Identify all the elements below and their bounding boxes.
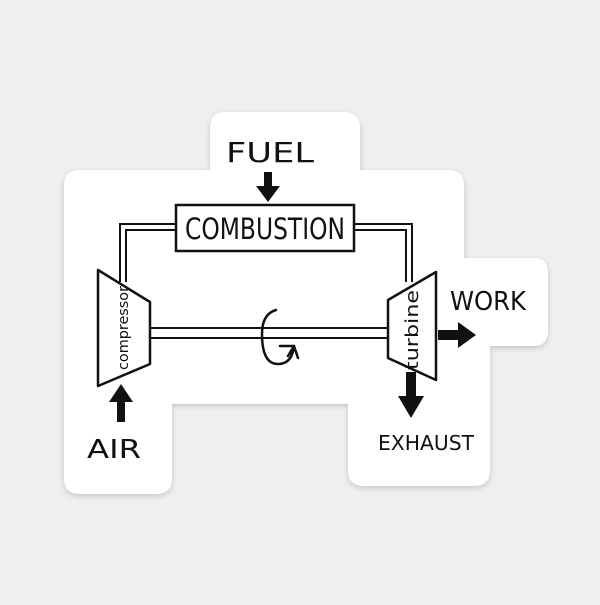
exhaust-label: EXHAUST: [378, 431, 475, 455]
duct-right: [354, 223, 413, 282]
combustion-box: [174, 203, 356, 253]
duct-left: [119, 223, 176, 282]
exhaust-arrow-icon: [398, 372, 424, 418]
work-label: WORK: [450, 287, 527, 317]
air-label: AIR: [87, 435, 141, 465]
shaft: [150, 327, 390, 339]
compressor-label: compressor: [116, 286, 132, 370]
turbine-shape: [386, 270, 438, 382]
air-arrow-icon: [109, 384, 133, 422]
fuel-label: FUEL: [226, 136, 315, 169]
work-arrow-icon: [438, 322, 476, 348]
rotation-arrow-icon: [260, 308, 300, 366]
combustion-label: COMBUSTION: [185, 212, 345, 246]
fuel-arrow-icon: [256, 172, 280, 202]
compressor-shape: [96, 268, 152, 388]
turbine-label: turbine: [402, 290, 423, 370]
